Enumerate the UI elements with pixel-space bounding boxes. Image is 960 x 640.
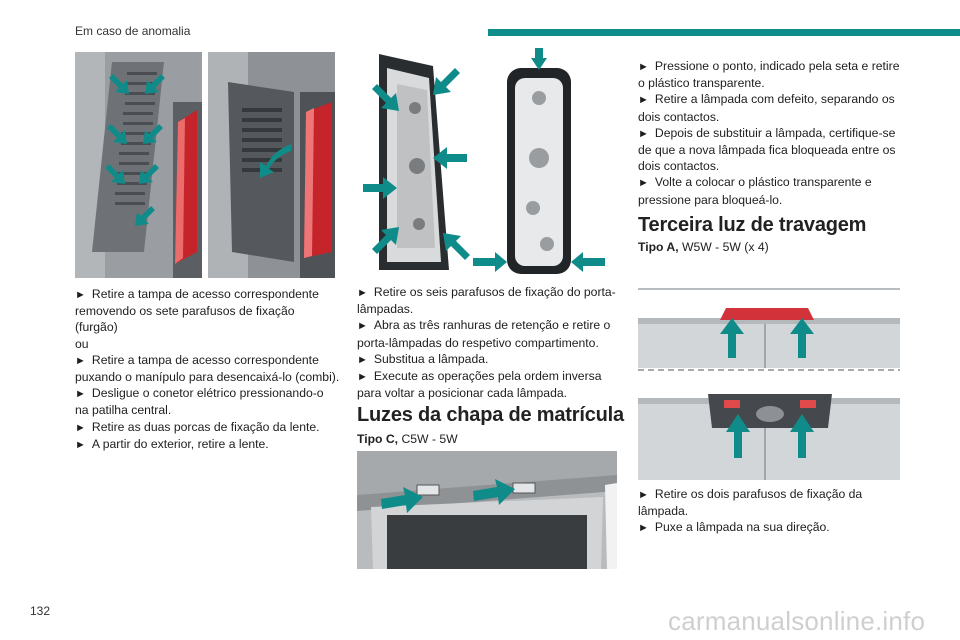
instruction-step: ►Retire a tampa de acesso correspondente…: [75, 287, 319, 335]
column-1-instructions: ►Retire a tampa de acesso correspondente…: [75, 286, 340, 453]
column-3-instructions-2: ►Retire os dois parafusos de fixação da …: [638, 486, 906, 537]
page-number: 132: [30, 604, 51, 618]
access-cover-handle-image: [208, 52, 335, 278]
instruction-step: ►Depois de substituir a lâmpada, certifi…: [638, 125, 896, 174]
license-plate-light-image: [357, 451, 617, 569]
bullet-arrow-icon: ►: [638, 522, 649, 535]
bullet-arrow-icon: ►: [75, 388, 86, 401]
bullet-arrow-icon: ►: [357, 371, 368, 384]
bullet-arrow-icon: ►: [75, 438, 86, 451]
access-cover-screws-image: [75, 52, 202, 278]
bullet-arrow-icon: ►: [638, 177, 649, 190]
bulb-type-license-plate: Tipo C, C5W - 5W: [357, 432, 458, 446]
bullet-arrow-icon: ►: [357, 320, 368, 333]
instruction-step: ►Puxe a lâmpada na sua direção.: [638, 520, 830, 535]
watermark: carmanualsonline.info: [668, 606, 926, 636]
bullet-arrow-icon: ►: [638, 489, 649, 501]
instruction-step: ►Retire os dois parafusos de fixação da …: [638, 487, 863, 519]
instruction-step: ►Retire as duas porcas de fixação da len…: [75, 419, 320, 434]
instruction-step: ►Retire a tampa de acesso correspondente…: [75, 352, 340, 385]
instruction-or: ou: [75, 336, 89, 351]
bullet-arrow-icon: ►: [638, 61, 649, 73]
bullet-arrow-icon: ►: [75, 289, 86, 301]
column-2-instructions: ►Retire os seis parafusos de fixação do …: [357, 284, 619, 401]
instruction-step: ►A partir do exterior, retire a lente.: [75, 436, 269, 451]
section-title-license-plate-lights: Luzes da chapa de matrícula: [357, 404, 624, 426]
instruction-step: ►Desligue o conetor elétrico pressionand…: [75, 386, 324, 418]
instruction-step: ►Volte a colocar o plástico transparente…: [638, 175, 872, 207]
third-brake-light-image: [638, 282, 900, 480]
instruction-step: ►Pressione o ponto, indicado pela seta e…: [638, 59, 900, 91]
column-3-instructions: ►Pressione o ponto, indicado pela seta e…: [638, 58, 906, 208]
bullet-arrow-icon: ►: [638, 94, 649, 107]
bullet-arrow-icon: ►: [75, 354, 86, 367]
lamp-holder-screws-image: [357, 48, 617, 276]
bulb-type-third-brake: Tipo A, W5W - 5W (x 4): [638, 240, 769, 254]
instruction-step: ►Execute as operações pela ordem inversa…: [357, 369, 602, 401]
header-section-title: Em caso de anomalia: [75, 24, 191, 38]
instruction-step: ►Retire a lâmpada com defeito, separando…: [638, 92, 895, 124]
instruction-step: ►Abra as três ranhuras de retenção e ret…: [357, 318, 611, 350]
header-accent-bar: [488, 29, 960, 36]
instruction-step: ►Substitua a lâmpada.: [357, 351, 489, 366]
bullet-arrow-icon: ►: [75, 421, 86, 434]
bullet-arrow-icon: ►: [638, 127, 649, 140]
bullet-arrow-icon: ►: [357, 287, 368, 299]
bullet-arrow-icon: ►: [357, 353, 368, 366]
instruction-step: ►Retire os seis parafusos de fixação do …: [357, 285, 616, 317]
section-title-third-brake-light: Terceira luz de travagem: [638, 214, 867, 236]
